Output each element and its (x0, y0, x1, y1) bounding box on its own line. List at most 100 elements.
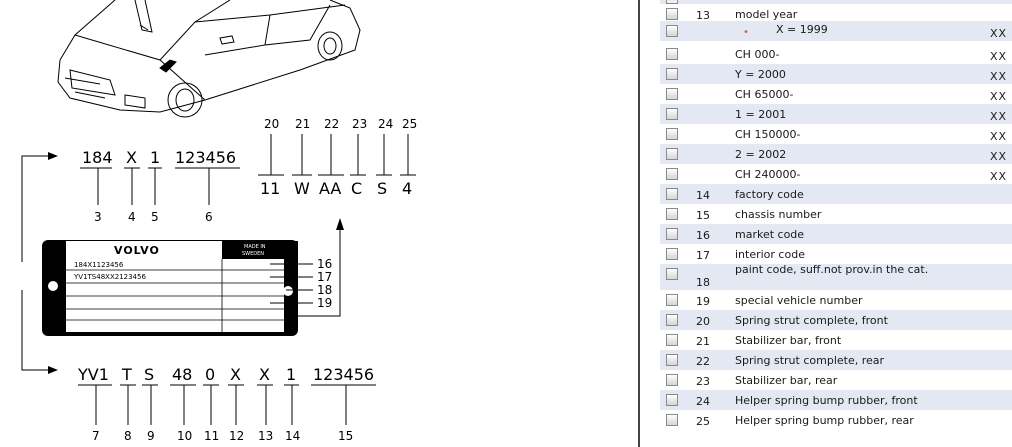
select-checkbox[interactable] (666, 394, 678, 406)
part-description: Stabilizer bar, front (735, 334, 842, 347)
select-checkbox[interactable] (666, 294, 678, 306)
vin-index-9: 9 (147, 429, 155, 443)
vin-code-6: X (230, 365, 241, 384)
part-description: model year (735, 8, 798, 21)
select-checkbox[interactable] (666, 88, 678, 100)
part-position: 20 (696, 315, 710, 328)
plate-ref-17: 17 (317, 270, 332, 284)
right-index-21: 21 (295, 117, 310, 131)
part-quantity: XX (990, 70, 1008, 83)
part-description: Stabilizer bar, rear (735, 374, 838, 387)
plate-top-code-4: 123456 (175, 148, 236, 167)
plate-top-index-3: 5 (151, 210, 159, 224)
right-index-25: 25 (402, 117, 417, 131)
select-checkbox[interactable] (666, 25, 678, 37)
select-checkbox-partial[interactable] (666, 0, 678, 4)
plate-ref-16: 16 (317, 257, 332, 271)
part-description: factory code (735, 188, 804, 201)
select-checkbox[interactable] (666, 248, 678, 260)
select-checkbox[interactable] (666, 168, 678, 180)
right-code-5: S (377, 179, 387, 198)
parts-row[interactable]: Y = 2000 XX (660, 64, 1012, 84)
select-checkbox[interactable] (666, 314, 678, 326)
parts-row[interactable]: 20 Spring strut complete, front (660, 310, 1012, 330)
select-checkbox[interactable] (666, 228, 678, 240)
select-checkbox[interactable] (666, 188, 678, 200)
vin-code-3: S (144, 365, 154, 384)
select-checkbox[interactable] (666, 414, 678, 426)
parts-row[interactable]: CH 000- XX (660, 44, 1012, 64)
part-position: 25 (696, 415, 710, 428)
part-description: CH 65000- (735, 88, 794, 101)
plate-top-code-2: X (126, 148, 137, 167)
part-description: CH 240000- (735, 168, 801, 181)
right-code-6: 4 (402, 179, 412, 198)
parts-row[interactable]: CH 240000- XX (660, 164, 1012, 184)
part-position: 17 (696, 249, 710, 262)
select-checkbox[interactable] (666, 148, 678, 160)
select-checkbox[interactable] (666, 108, 678, 120)
part-description: Y = 2000 (735, 68, 786, 81)
part-position: 23 (696, 375, 710, 388)
part-description: special vehicle number (735, 294, 863, 307)
select-checkbox[interactable] (666, 128, 678, 140)
part-description: CH 150000- (735, 128, 801, 141)
vin-code-2: T (121, 365, 132, 384)
part-quantity: XX (990, 170, 1008, 183)
vin-plate: VOLVO MADE IN SWEDEN 184X1123456 YV1TS48… (42, 240, 298, 336)
parts-row[interactable]: 22 Spring strut complete, rear (660, 350, 1012, 370)
part-description: paint code, suff.not prov.in the cat. (735, 263, 929, 276)
plate-top-code-3: 1 (150, 148, 160, 167)
plate-top-code-1: 184 (82, 148, 113, 167)
part-description: 2 = 2002 (735, 148, 787, 161)
part-quantity: XX (990, 110, 1008, 123)
plate-brand: VOLVO (114, 244, 160, 257)
part-position: 22 (696, 355, 710, 368)
parts-row[interactable]: 1 = 2001 XX (660, 104, 1012, 124)
part-description: Spring strut complete, front (735, 314, 888, 327)
parts-row[interactable]: CH 150000- XX (660, 124, 1012, 144)
part-quantity: XX (990, 130, 1008, 143)
pane-divider[interactable] (638, 0, 640, 447)
select-checkbox[interactable] (666, 354, 678, 366)
select-checkbox[interactable] (666, 268, 678, 280)
part-description: CH 000- (735, 48, 780, 61)
vin-index-14: 14 (285, 429, 300, 443)
part-description: Helper spring bump rubber, front (735, 394, 918, 407)
plate-top-index-4: 6 (205, 210, 213, 224)
part-quantity: XX (990, 27, 1008, 40)
part-description: market code (735, 228, 805, 241)
part-quantity: XX (990, 150, 1008, 163)
vin-code-7: X (259, 365, 270, 384)
part-quantity: XX (990, 50, 1008, 63)
vin-code-1: YV1 (77, 365, 109, 384)
right-index-22: 22 (324, 117, 339, 131)
part-quantity: XX (990, 90, 1008, 103)
select-checkbox[interactable] (666, 374, 678, 386)
select-checkbox[interactable] (666, 8, 678, 20)
select-checkbox[interactable] (666, 48, 678, 60)
parts-row[interactable]: 2 = 2002 XX (660, 144, 1012, 164)
vin-code-8: 1 (286, 365, 296, 384)
parts-row[interactable]: 25 Helper spring bump rubber, rear (660, 410, 1012, 430)
select-checkbox[interactable] (666, 334, 678, 346)
part-description: Helper spring bump rubber, rear (735, 414, 914, 427)
right-index-20: 20 (264, 117, 279, 131)
part-description: Spring strut complete, rear (735, 354, 885, 367)
parts-row[interactable]: 23 Stabilizer bar, rear (660, 370, 1012, 390)
plate-top-index-1: 3 (94, 210, 102, 224)
parts-row[interactable]: CH 65000- XX (660, 84, 1012, 104)
select-checkbox[interactable] (666, 208, 678, 220)
select-checkbox[interactable] (666, 68, 678, 80)
part-description: 1 = 2001 (735, 108, 787, 121)
